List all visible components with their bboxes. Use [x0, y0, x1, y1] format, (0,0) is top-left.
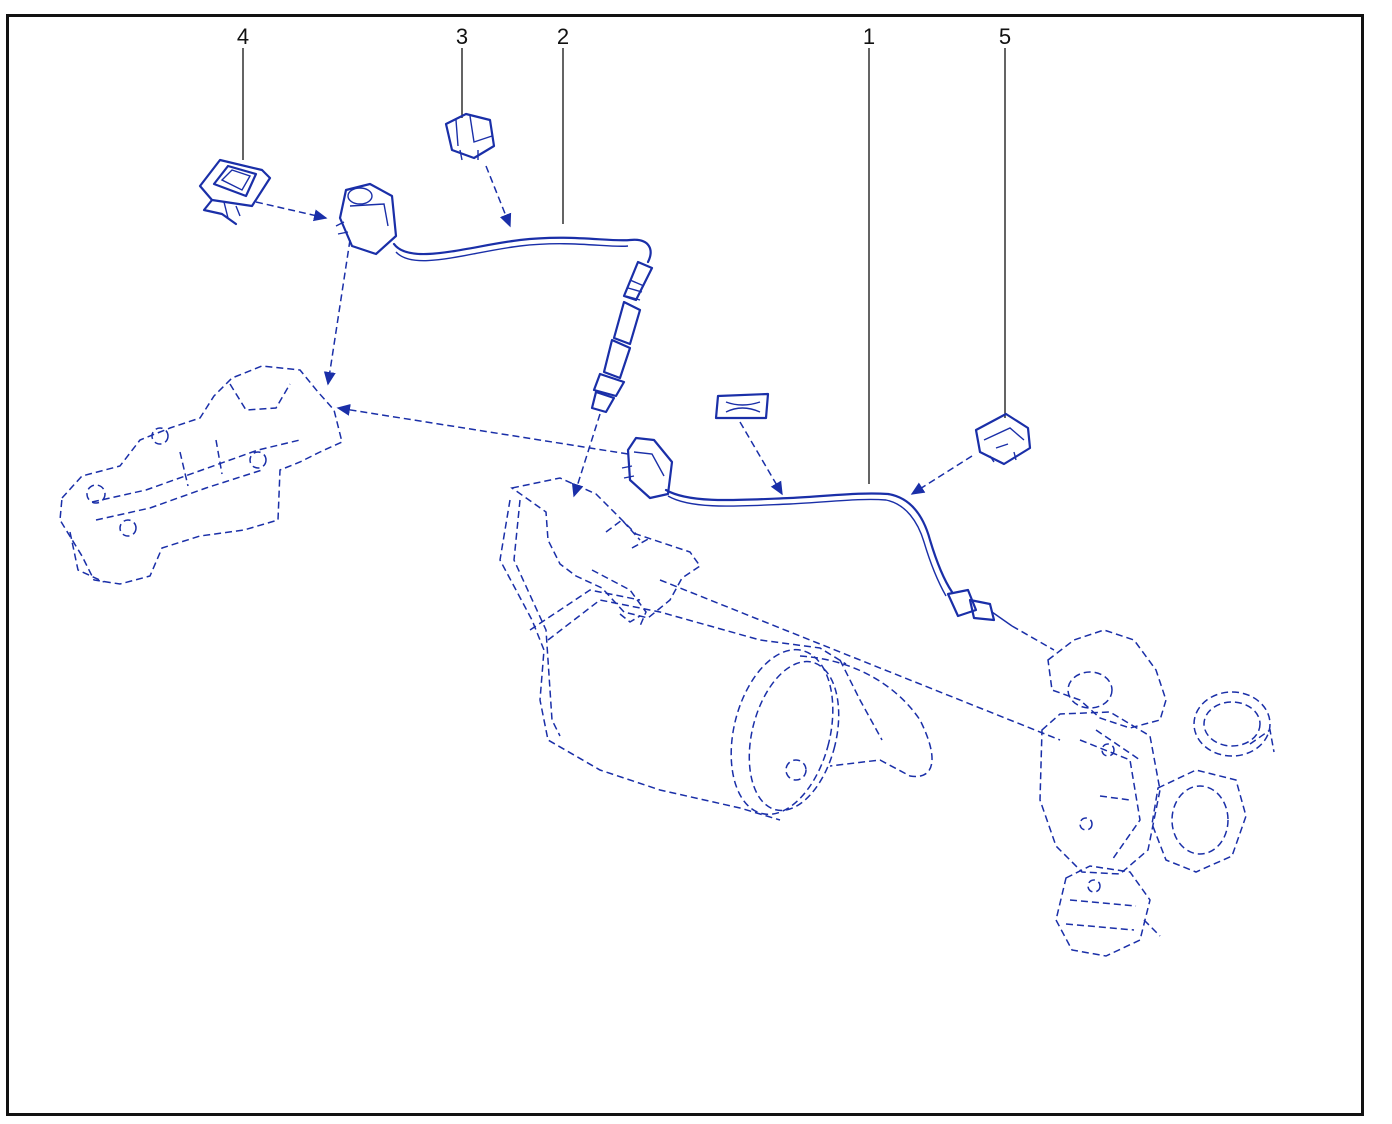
- callout-3: 3: [456, 24, 468, 118]
- callout-label-1: 1: [863, 24, 875, 49]
- cable-clip-part-3: [444, 112, 496, 161]
- engine-bracket-ghost: [59, 365, 343, 585]
- arrow-sensor-to-turbo: [1011, 625, 1055, 651]
- callout-label-3: 3: [456, 24, 468, 49]
- arrow-clip-to-connector: [255, 201, 328, 222]
- callout-label-2: 2: [557, 24, 569, 49]
- cable-clip-part-5: [974, 412, 1032, 466]
- callout-2: 2: [557, 24, 569, 224]
- arrow-connector-to-bracket-2: [336, 403, 629, 455]
- arrow-clip-to-harness-1: [910, 455, 973, 495]
- oxygen-sensor-part-1: [621, 436, 1013, 627]
- arrow-connector-to-bracket: [323, 239, 351, 386]
- callout-label-5: 5: [999, 24, 1011, 49]
- turbocharger-ghost: [1039, 629, 1275, 957]
- diagram-frame: [6, 14, 1364, 1116]
- callout-label-4: 4: [237, 24, 249, 49]
- catalytic-converter-ghost: [499, 477, 1061, 821]
- arrow-sensor-to-catalyst: [571, 413, 601, 498]
- arrow-sleeve-to-harness-1: [739, 421, 783, 496]
- heat-sleeve-part: [714, 392, 770, 420]
- arrow-clip-to-harness-2: [485, 165, 512, 228]
- callout-4: 4: [237, 24, 249, 160]
- oxygen-sensor-part-2: [335, 182, 654, 414]
- connector-clip-part-4: [198, 158, 272, 226]
- callout-5: 5: [999, 24, 1011, 418]
- callout-1: 1: [863, 24, 875, 484]
